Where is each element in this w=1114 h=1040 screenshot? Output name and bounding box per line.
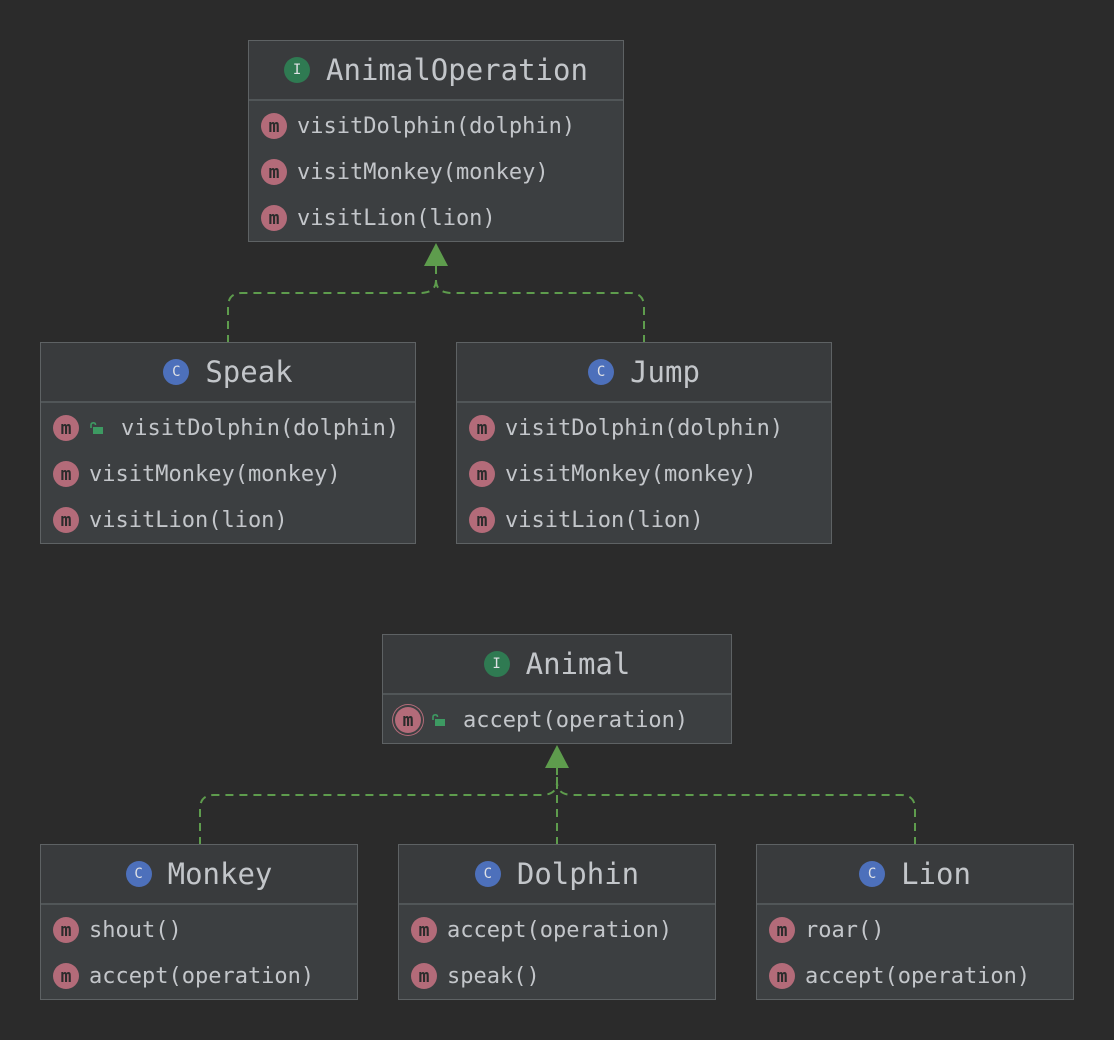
edge-jump-to-animaloperation — [435, 279, 645, 343]
method-icon: m — [53, 461, 79, 487]
method-label: visitDolphin(dolphin) — [505, 415, 784, 441]
node-title: Speak — [205, 355, 293, 389]
arrowhead-animaloperation — [424, 243, 448, 266]
interface-icon: I — [284, 57, 311, 83]
node-dolphin[interactable]: C Dolphin m accept(operation) m speak() — [398, 844, 716, 1000]
arrowhead-animal — [545, 745, 569, 768]
method-label: visitDolphin(dolphin) — [297, 113, 576, 139]
node-title: Animal — [525, 647, 631, 681]
method-icon: m — [261, 113, 287, 139]
class-icon: C — [474, 861, 501, 887]
edge-speak-to-animaloperation — [227, 265, 437, 343]
method-label: accept(operation) — [447, 917, 673, 943]
method-label: roar() — [805, 917, 885, 943]
method-label: accept(operation) — [463, 707, 689, 733]
node-header: I AnimalOperation — [249, 41, 623, 101]
member-list: m accept(operation) — [383, 695, 731, 743]
node-header: C Dolphin — [399, 845, 715, 905]
method-row[interactable]: m roar() — [757, 907, 1073, 953]
method-label: visitMonkey(monkey) — [505, 461, 757, 487]
member-list: m visitDolphin(dolphin) m visitMonkey(mo… — [457, 403, 831, 543]
method-icon: m — [53, 415, 79, 441]
method-row[interactable]: m visitMonkey(monkey) — [249, 149, 623, 195]
abstract-method-icon: m — [395, 707, 421, 733]
node-title: Dolphin — [516, 857, 640, 891]
method-icon: m — [411, 917, 437, 943]
node-jump[interactable]: C Jump m visitDolphin(dolphin) m visitMo… — [456, 342, 832, 544]
edge-lion-to-animal — [556, 781, 916, 845]
node-monkey[interactable]: C Monkey m shout() m accept(operation) — [40, 844, 358, 1000]
method-row[interactable]: m visitDolphin(dolphin) — [249, 103, 623, 149]
method-icon: m — [469, 461, 495, 487]
method-row[interactable]: m visitLion(lion) — [457, 497, 831, 543]
class-icon: C — [588, 359, 615, 385]
node-header: C Speak — [41, 343, 415, 403]
method-label: shout() — [89, 917, 182, 943]
method-row[interactable]: m visitDolphin(dolphin) — [41, 405, 415, 451]
class-icon: C — [125, 861, 152, 887]
node-lion[interactable]: C Lion m roar() m accept(operation) — [756, 844, 1074, 1000]
method-row[interactable]: m accept(operation) — [383, 697, 731, 743]
method-icon: m — [411, 963, 437, 989]
method-row[interactable]: m visitLion(lion) — [249, 195, 623, 241]
method-row[interactable]: m visitMonkey(monkey) — [457, 451, 831, 497]
interface-icon: I — [483, 651, 510, 677]
method-row[interactable]: m shout() — [41, 907, 357, 953]
method-icon: m — [53, 917, 79, 943]
unlocked-padlock-icon — [432, 713, 445, 726]
method-label: accept(operation) — [89, 963, 315, 989]
method-icon: m — [53, 963, 79, 989]
node-title: AnimalOperation — [326, 53, 588, 87]
member-list: m visitDolphin(dolphin) m visitMonkey(mo… — [249, 101, 623, 241]
method-label: accept(operation) — [805, 963, 1031, 989]
class-icon: C — [859, 861, 886, 887]
method-label: visitMonkey(monkey) — [89, 461, 341, 487]
method-label: visitLion(lion) — [505, 507, 704, 533]
method-row[interactable]: m visitMonkey(monkey) — [41, 451, 415, 497]
method-icon: m — [469, 415, 495, 441]
node-header: C Jump — [457, 343, 831, 403]
class-icon: C — [163, 359, 190, 385]
method-label: visitMonkey(monkey) — [297, 159, 549, 185]
method-icon: m — [261, 159, 287, 185]
method-icon: m — [769, 963, 795, 989]
member-list: m shout() m accept(operation) — [41, 905, 357, 999]
method-label: speak() — [447, 963, 540, 989]
node-header: C Monkey — [41, 845, 357, 905]
method-label: visitLion(lion) — [89, 507, 288, 533]
node-header: I Animal — [383, 635, 731, 695]
node-animal[interactable]: I Animal m accept(operation) — [382, 634, 732, 744]
unlocked-padlock-icon — [90, 421, 103, 434]
edge-monkey-to-animal — [199, 767, 558, 845]
method-row[interactable]: m visitDolphin(dolphin) — [457, 405, 831, 451]
method-label: visitDolphin(dolphin) — [121, 415, 400, 441]
member-list: m visitDolphin(dolphin) m visitMonkey(mo… — [41, 403, 415, 543]
node-header: C Lion — [757, 845, 1073, 905]
node-speak[interactable]: C Speak m visitDolphin(dolphin) m visitM… — [40, 342, 416, 544]
node-title: Jump — [630, 355, 700, 389]
method-row[interactable]: m accept(operation) — [757, 953, 1073, 999]
node-animaloperation[interactable]: I AnimalOperation m visitDolphin(dolphin… — [248, 40, 624, 242]
method-icon: m — [53, 507, 79, 533]
method-label: visitLion(lion) — [297, 205, 496, 231]
method-icon: m — [469, 507, 495, 533]
method-icon: m — [769, 917, 795, 943]
member-list: m roar() m accept(operation) — [757, 905, 1073, 999]
member-list: m accept(operation) m speak() — [399, 905, 715, 999]
method-row[interactable]: m accept(operation) — [41, 953, 357, 999]
method-row[interactable]: m speak() — [399, 953, 715, 999]
node-title: Monkey — [167, 857, 273, 891]
method-row[interactable]: m visitLion(lion) — [41, 497, 415, 543]
method-icon: m — [261, 205, 287, 231]
node-title: Lion — [901, 857, 971, 891]
method-row[interactable]: m accept(operation) — [399, 907, 715, 953]
